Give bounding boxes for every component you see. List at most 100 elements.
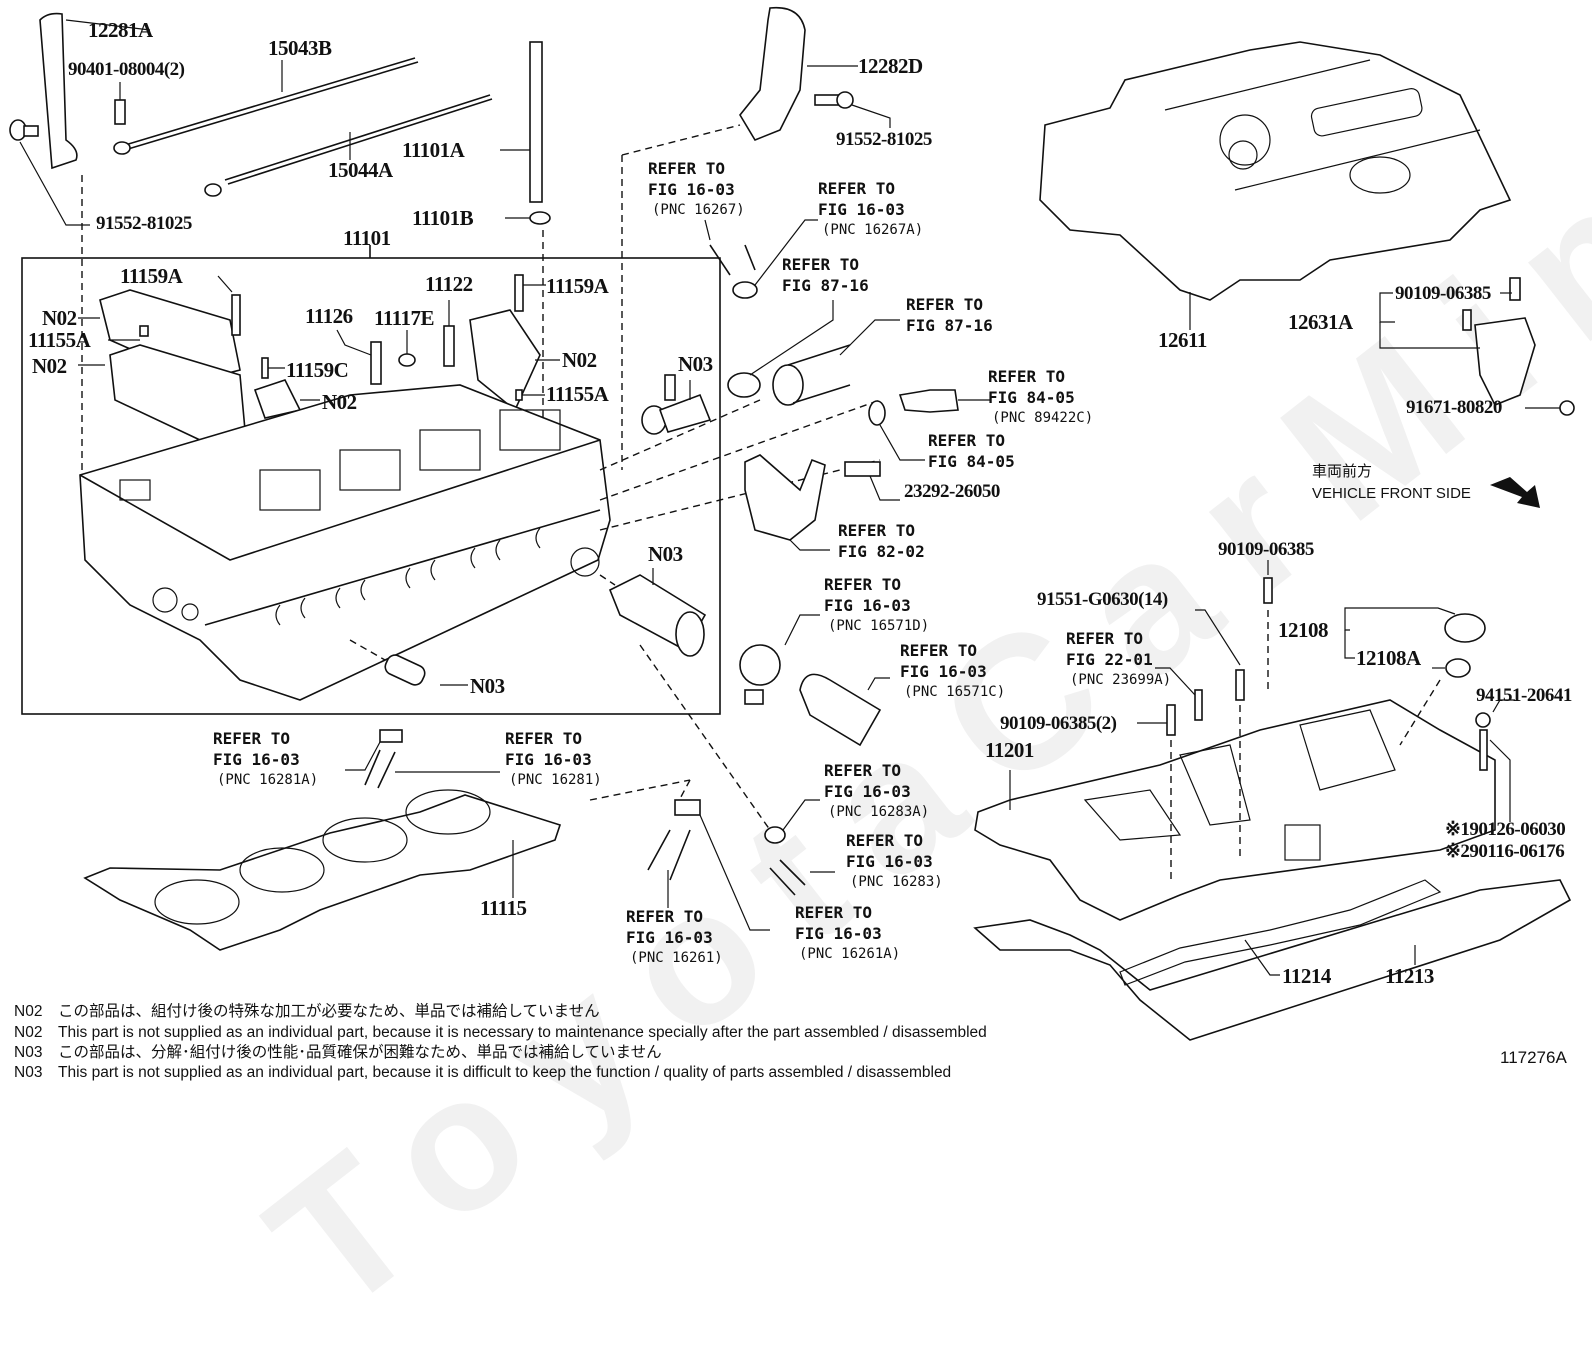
part-label-11214[interactable]: 11214 [1282,964,1331,988]
note-code: N02 [14,1003,43,1020]
part-label-11101A[interactable]: 11101A [402,138,465,162]
part-label-n03-a[interactable]: N03 [678,352,713,376]
part-label-11122[interactable]: 11122 [425,272,473,296]
ref-fig-87-16-a[interactable]: REFER TO FIG 87-16 [782,254,869,296]
bracket-8202 [744,454,826,541]
part-label-n02-c[interactable]: N02 [562,348,597,372]
hose-16261 [647,829,691,908]
part-label-15044A[interactable]: 15044A [328,158,393,182]
stud-90109-two [1137,704,1176,880]
part-label-190126-06030[interactable]: ※190126-06030 [1445,819,1566,840]
part-label-290116-06176[interactable]: ※290116-06176 [1445,841,1565,862]
ref-fig-16-03-pnc-16261A[interactable]: REFER TO FIG 16-03 (PNC 16261A) [795,902,900,965]
part-label-90109-06385-top[interactable]: 90109-06385 [1395,283,1491,304]
ref-pnc: (PNC 89422C) [992,410,1094,426]
ref-pnc: (PNC 16571D) [828,618,930,634]
ref-line1: REFER TO [1066,629,1144,648]
hose-16571C [799,673,890,747]
ref-pnc: (PNC 16281) [509,772,602,788]
part-label-n03-b[interactable]: N03 [648,542,683,566]
part-label-12281A[interactable]: 12281A [88,18,153,42]
part-label-11126[interactable]: 11126 [305,304,353,328]
gasket-8405 [868,400,886,426]
part-label-90109-06385-mid[interactable]: 90109-06385 [1218,539,1314,560]
ref-line1: REFER TO [838,521,916,540]
part-label-12282D[interactable]: 12282D [858,54,923,78]
hose-8716 [772,319,900,406]
ref-line2: FIG 16-03 [213,750,300,769]
part-label-11117E[interactable]: 11117E [374,306,435,330]
ref-fig-82-02[interactable]: REFER TO FIG 82-02 [838,520,925,562]
ref-fig-16-03-pnc-16281A[interactable]: REFER TO FIG 16-03 (PNC 16281A) [213,728,318,791]
ref-fig-16-03-pnc-16283[interactable]: REFER TO FIG 16-03 (PNC 16283) [846,830,943,893]
ref-fig-16-03-pnc-16571D[interactable]: REFER TO FIG 16-03 (PNC 16571D) [824,574,929,637]
bolt-11159A-right [514,274,524,312]
clamp-16261A [674,799,770,931]
ref-fig-16-03-pnc-16571C[interactable]: REFER TO FIG 16-03 (PNC 16571C) [900,640,1005,703]
part-label-12611[interactable]: 12611 [1158,328,1207,352]
part-label-11159A-left[interactable]: 11159A [120,264,183,288]
vehicle-front-label-ja: 車両前方 [1312,463,1373,480]
ref-fig-16-03-pnc-16267A[interactable]: REFER TO FIG 16-03 (PNC 16267A) [818,178,923,241]
ref-line1: REFER TO [782,255,860,274]
part-label-12108[interactable]: 12108 [1278,618,1329,642]
part-label-23292-26050[interactable]: 23292-26050 [904,481,1000,502]
part-label-11213[interactable]: 11213 [1385,964,1434,988]
engine-hanger-12281A [39,12,151,170]
ref-line2: FIG 84-05 [928,452,1015,471]
part-label-11101B[interactable]: 11101B [412,206,474,230]
part-label-11159C[interactable]: 11159C [286,358,349,382]
ref-line1: REFER TO [824,575,902,594]
fuel-pipe-spacer-23292-26050 [844,461,881,477]
ref-line2: FIG 87-16 [782,276,869,295]
ref-fig-22-01-pnc-23699A[interactable]: REFER TO FIG 22-01 (PNC 23699A) [1066,628,1171,691]
part-label-12108A[interactable]: 12108A [1356,646,1421,670]
part-label-12631A[interactable]: 12631A [1288,310,1353,334]
part-label-91552-81025-left[interactable]: 91552-81025 [96,213,192,234]
stud-23699A [1155,667,1203,721]
ref-fig-84-05-pnc-89422C[interactable]: REFER TO FIG 84-05 (PNC 89422C) [988,366,1093,429]
part-label-n02-b[interactable]: N02 [32,354,67,378]
ref-line1: REFER TO [846,831,924,850]
bolt-90401 [114,82,126,125]
part-label-11159A-right[interactable]: 11159A [546,274,609,298]
part-label-91671-80820[interactable]: 91671-80820 [1406,397,1502,418]
ref-line2: FIG 16-03 [505,750,592,769]
ref-line2: FIG 16-03 [818,200,905,219]
n03-water-outlet [641,374,712,435]
part-label-94151-20641[interactable]: 94151-20641 [1476,685,1572,706]
ref-fig-16-03-pnc-16261[interactable]: REFER TO FIG 16-03 (PNC 16261) [626,906,723,969]
part-label-n03-c[interactable]: N03 [470,674,505,698]
part-label-11115[interactable]: 11115 [480,896,527,920]
part-label-91551-g0630[interactable]: 91551-G0630(14) [1037,589,1168,610]
part-label-91552-81025-right[interactable]: 91552-81025 [836,129,932,150]
ref-line2: FIG 16-03 [900,662,987,681]
ref-pnc: (PNC 16267A) [822,222,924,238]
part-label-n02-d[interactable]: N02 [322,390,357,414]
ref-fig-16-03-pnc-16267[interactable]: REFER TO FIG 16-03 (PNC 16267) [648,158,745,221]
part-label-90109-06385-2[interactable]: 90109-06385(2) [1000,713,1117,734]
ref-fig-84-05[interactable]: REFER TO FIG 84-05 [928,430,1015,472]
vehicle-front-label-en: VEHICLE FRONT SIDE [1312,485,1471,502]
parts-diagram-drawing [9,6,1575,1041]
wire-harness-clamp-15044A [204,94,493,197]
ref-line1: REFER TO [795,903,873,922]
ref-fig-16-03-pnc-16281[interactable]: REFER TO FIG 16-03 (PNC 16281) [505,728,602,791]
part-label-11155A-left[interactable]: 11155A [28,328,91,352]
clamp-16283A [764,799,820,844]
part-label-11201[interactable]: 11201 [985,738,1034,762]
part-label-90401-08004[interactable]: 90401-08004(2) [68,59,185,80]
ref-pnc: (PNC 16261) [630,950,723,966]
temperature-sensor-89422C [898,389,990,413]
part-label-15043B[interactable]: 15043B [268,36,332,60]
hose-16281A [345,729,403,771]
cover-bracket-12631A [1379,277,1575,416]
ref-fig-16-03-pnc-16283A[interactable]: REFER TO FIG 16-03 (PNC 16283A) [824,760,929,823]
ref-pnc: (PNC 16281A) [217,772,319,788]
part-label-n02-a[interactable]: N02 [42,306,77,330]
part-label-11155A-right[interactable]: 11155A [546,382,609,406]
group-label-11101[interactable]: 11101 [343,226,391,250]
ref-pnc: (PNC 16261A) [799,946,901,962]
ref-fig-87-16-b[interactable]: REFER TO FIG 87-16 [906,294,993,336]
